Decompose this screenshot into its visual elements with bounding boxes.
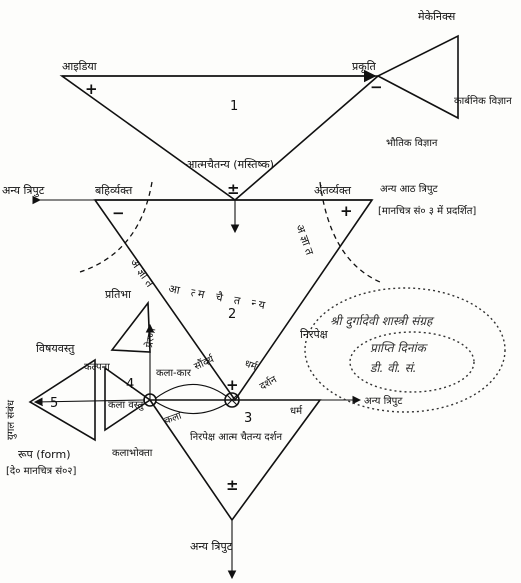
label-pratibha: प्रतिभा bbox=[105, 288, 131, 301]
label-map-ref-3: [मानचित्र सं० ३ में प्रदर्शित] bbox=[378, 205, 476, 217]
label-kalpana: कल्पना bbox=[84, 362, 110, 373]
label-mechanics: मेकेनिक्स bbox=[418, 10, 456, 23]
sign-plus-antar: + bbox=[340, 202, 353, 220]
stamp-line2: प्राप्ति दिनांक bbox=[370, 341, 429, 355]
sign-pm-bottom: ± bbox=[226, 476, 239, 494]
label-bahirvyakt: बहिर्व्यक्त bbox=[95, 184, 133, 197]
label-other-triad-right: अन्य त्रिपुट bbox=[364, 395, 403, 407]
dashed-arc-left bbox=[79, 181, 153, 273]
label-other-triad-left: अन्य त्रिपुट bbox=[2, 184, 45, 197]
label-dharm-right: धर्म bbox=[290, 405, 303, 417]
num-4: 4 bbox=[126, 377, 134, 392]
triangle-1 bbox=[59, 75, 381, 202]
label-kala-plus: कला bbox=[163, 411, 183, 427]
label-physical: भौतिक विज्ञान bbox=[386, 137, 438, 149]
label-darshan: दर्शन bbox=[258, 373, 280, 392]
label-map-ref-2: [दे० मानचित्र सं०२] bbox=[6, 465, 77, 477]
triangle-5 bbox=[28, 358, 96, 442]
label-nirpeksh-atma: निरपेक्ष आत्म चैतन्य दर्शन bbox=[190, 431, 283, 443]
label-other-eight: अन्य आठ त्रिपुट bbox=[380, 183, 439, 195]
label-kalabhokta: कलाभोक्ता bbox=[112, 447, 153, 459]
label-arc-left: अ ज्ञा त bbox=[128, 256, 157, 290]
label-nirpeksh: निरपेक्ष bbox=[300, 328, 329, 341]
num-2: 2 bbox=[228, 307, 236, 322]
label-idea: आइडिया bbox=[62, 60, 97, 73]
stamp-inner bbox=[349, 331, 475, 393]
triangle-2 bbox=[93, 199, 374, 402]
sign-minus-prakriti: − bbox=[370, 78, 383, 96]
arrow-to-5 bbox=[33, 397, 146, 407]
label-antarvyakt: अंतर्व्यक्त bbox=[314, 184, 352, 197]
kala-node bbox=[143, 393, 157, 407]
label-atma-brain: आत्मचैतन्य (मस्तिष्क) bbox=[186, 158, 274, 171]
triangle-4 bbox=[104, 366, 152, 432]
num-1: 1 bbox=[230, 99, 238, 114]
label-roop-form: रूप (form) bbox=[18, 448, 71, 461]
mechanics-triangle bbox=[376, 34, 459, 120]
label-prerna: प्रेरणा bbox=[143, 327, 158, 349]
label-dharm: धर्म bbox=[243, 358, 259, 374]
stamp-outer bbox=[304, 287, 506, 413]
sign-plus-idea: + bbox=[85, 80, 98, 98]
kala-center-curve bbox=[155, 383, 227, 399]
sign-plus-center: + bbox=[226, 376, 239, 394]
label-kala-kaar: कला-कार bbox=[156, 368, 192, 379]
dashed-arc-right bbox=[319, 181, 381, 283]
stamp-line1: श्री दुर्गादेवी शास्त्री संग्रह bbox=[330, 314, 435, 329]
stamp-line3: डी. वी. सं. bbox=[370, 361, 417, 375]
kala-center-curve-lower bbox=[155, 401, 227, 415]
label-yugal: युगल संबंध bbox=[5, 399, 17, 440]
label-arc-right: अ ज्ञा त bbox=[293, 223, 316, 258]
label-kala-vastu: कला वस्तु bbox=[108, 400, 144, 411]
label-organic: कार्बनिक विज्ञान bbox=[454, 95, 512, 107]
label-other-triad-bottom: अन्य त्रिपुट bbox=[190, 540, 233, 553]
num-3: 3 bbox=[244, 411, 252, 426]
label-vishayvastu: विषयवस्तु bbox=[36, 342, 75, 355]
sign-minus-bahir: − bbox=[112, 204, 125, 222]
label-atma-axis: आ त्म चै त न्य bbox=[167, 282, 269, 312]
triangle-3 bbox=[148, 399, 322, 522]
sign-pm-brain: ± bbox=[227, 180, 240, 198]
label-prakriti: प्रकृति bbox=[352, 60, 377, 73]
num-5: 5 bbox=[50, 396, 58, 411]
